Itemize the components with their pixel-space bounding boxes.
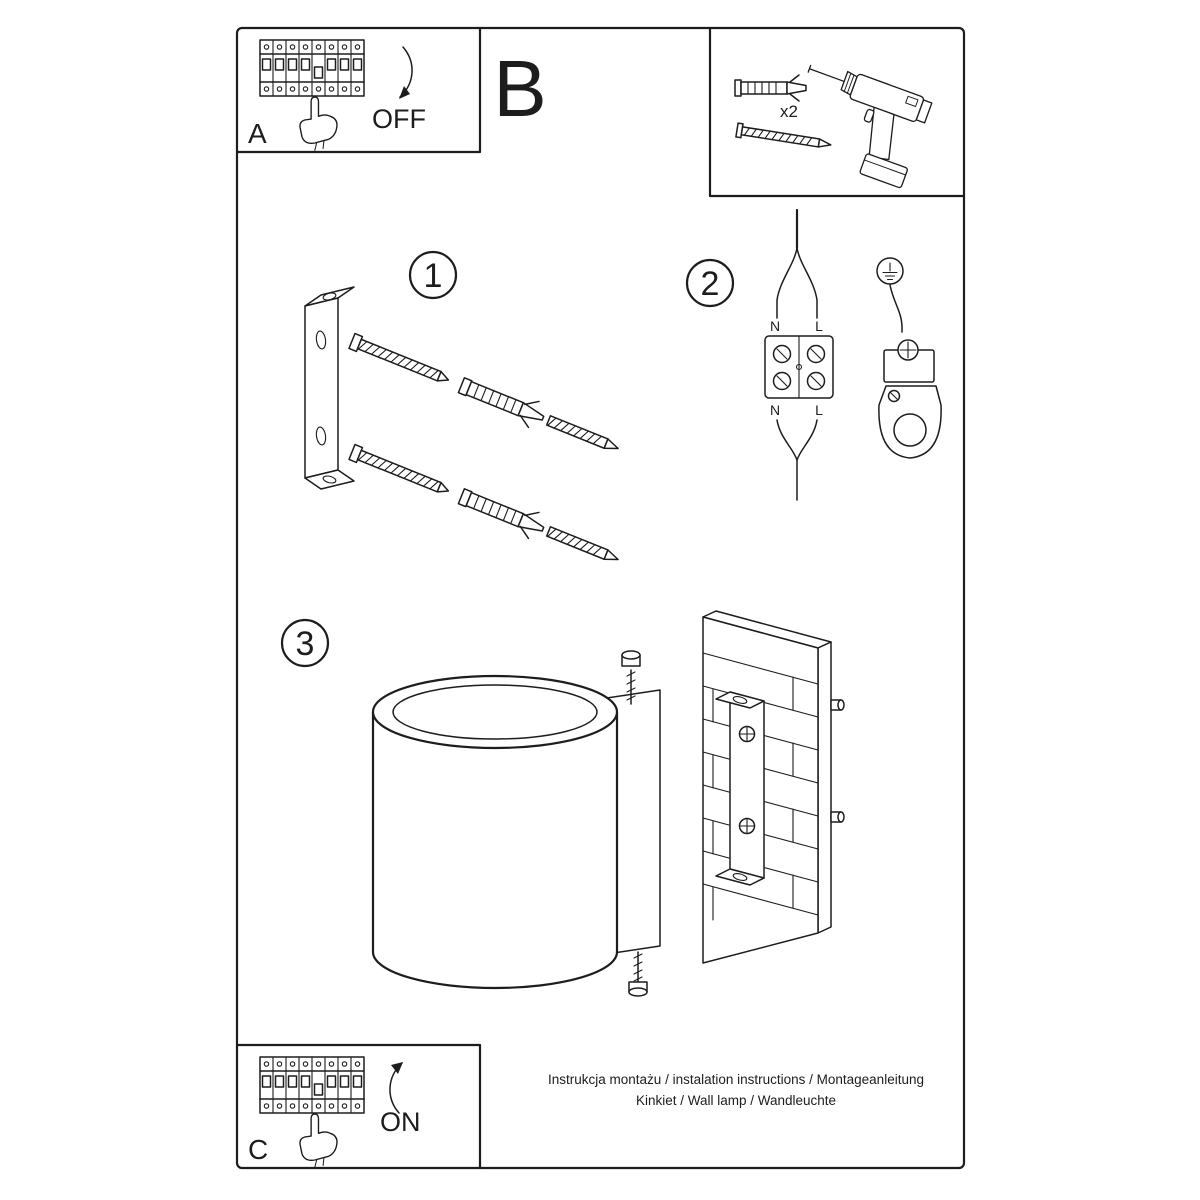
step-3: 3 [280,610,845,997]
wall-bracket-icon [715,691,765,886]
line-top-label: L [815,318,823,334]
page-border [235,26,966,1170]
anchor-tip-icons [830,699,845,823]
step-1-number: 1 [424,257,443,295]
drill-icon [807,64,933,189]
mounting-bracket-icon [304,286,355,490]
line-bottom-label: L [815,402,823,418]
box-a-label: A [248,118,267,149]
flip-down-arrowhead-icon [399,86,410,99]
footer: Instrukcja montażu / instalation instruc… [548,1072,924,1108]
anchor-count-label: x2 [780,102,798,121]
step-2: 2 N L N L [685,208,942,501]
top-bolt-icon [621,650,641,705]
box-c-label: C [248,1134,268,1165]
brick-wall-icon [702,610,832,964]
cable-gland-icon [878,385,942,459]
wiring-diagram: N L N L [764,208,834,501]
tools-box: x2 [708,26,966,198]
step-1: 1 [304,250,625,574]
step-2-number: 2 [701,265,720,303]
section-b-letter: B [493,44,546,133]
flip-up-arrowhead-icon [391,1062,403,1074]
step-1-circle [408,250,458,300]
step-3-number: 3 [296,625,315,663]
power-off-box: A OFF [235,26,482,154]
grounding-assembly [876,257,942,459]
off-label: OFF [372,104,426,134]
step-2-circle [685,258,735,308]
step-3-circle [280,618,330,668]
bottom-bolt-icon [628,951,648,997]
power-on-box: C ON [235,1043,482,1170]
neutral-bottom-label: N [770,402,780,418]
screw-icon [735,122,832,148]
lamp-cylinder-icon [371,674,619,990]
on-label: ON [380,1107,421,1137]
footer-line-1: Instrukcja montażu / instalation instruc… [548,1072,924,1087]
neutral-top-label: N [770,318,780,334]
footer-line-2: Kinkiet / Wall lamp / Wandleuchte [636,1093,836,1108]
wall-plug-icon [734,74,807,102]
